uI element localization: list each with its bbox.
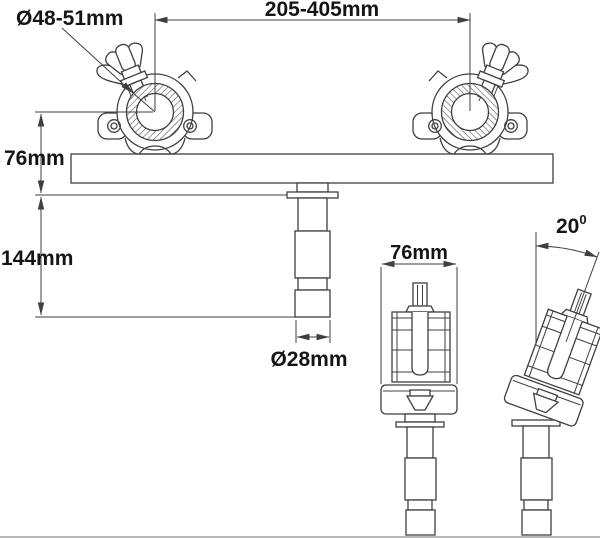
left-coupler	[96, 42, 213, 155]
spigot-tube	[406, 426, 434, 459]
spigot-sleeve	[520, 457, 553, 501]
ear-rivet-icon	[183, 119, 197, 133]
crossbar	[70, 153, 554, 184]
dim-bar-height: 76mm	[4, 111, 287, 196]
spigot-flange	[286, 191, 339, 199]
ear-rivet-icon	[186, 122, 194, 130]
spigot-diameter-label: Ø28mm	[270, 348, 347, 371]
spigot-tube	[297, 197, 328, 232]
spigot-end	[294, 289, 331, 318]
clamp-width-label: 76mm	[390, 242, 448, 264]
right-coupler	[412, 36, 529, 155]
cone-bolt-head	[405, 395, 435, 411]
spigot-groove	[523, 499, 549, 511]
coupler-skirt-arch	[138, 145, 172, 155]
ear-rivet-icon	[110, 122, 118, 130]
ear-rivet-icon	[107, 119, 121, 133]
front-view: 76mm	[380, 242, 458, 536]
spigot-groove	[407, 499, 433, 511]
spigot-tube	[522, 425, 550, 459]
center-bolt	[411, 312, 429, 376]
dim-clamp-width: 76mm	[380, 242, 458, 384]
spigot-sleeve	[404, 457, 437, 501]
spigot-flange	[511, 419, 561, 427]
coupler-skirt	[124, 137, 186, 155]
cone-bolt-band	[409, 389, 431, 397]
spigot-neck	[296, 182, 329, 193]
dim-spigot-diameter: Ø28mm	[270, 320, 348, 371]
wing-nut-icon	[105, 42, 149, 102]
mount-spacing-label: 205-405mm	[265, 0, 379, 21]
bar-height-label: 76mm	[4, 147, 65, 170]
clamp-diameter-label: Ø48-51mm	[16, 7, 123, 30]
tilted-coupler-assembly	[502, 277, 600, 428]
coupler-front-assembly	[380, 282, 458, 415]
spigot-length-label: 144mm	[1, 247, 73, 270]
spigot-neck	[404, 413, 436, 423]
tilted-spigot	[511, 419, 561, 536]
spigot-flange	[395, 421, 445, 428]
front-spigot	[395, 413, 445, 536]
dim-clamp-diameter: Ø48-51mm	[16, 7, 156, 113]
bolt-collar	[404, 305, 436, 313]
pipe-cross-section-hatch	[125, 82, 185, 142]
dim-spigot-length: 144mm	[1, 196, 297, 318]
tilted-view: 200	[502, 212, 600, 536]
spigot-groove	[297, 277, 328, 291]
tilt-angle-label: 200	[556, 212, 587, 238]
dim-tilt-angle: 200	[535, 212, 600, 345]
center-spigot	[286, 182, 339, 318]
dim-mount-spacing: 205-405mm	[154, 0, 471, 111]
hinge-notch	[177, 70, 197, 82]
bolt-stem	[412, 282, 428, 307]
side-view	[70, 36, 554, 318]
spigot-end	[405, 509, 436, 536]
spigot-end	[521, 509, 552, 536]
spigot-sleeve	[294, 230, 331, 279]
